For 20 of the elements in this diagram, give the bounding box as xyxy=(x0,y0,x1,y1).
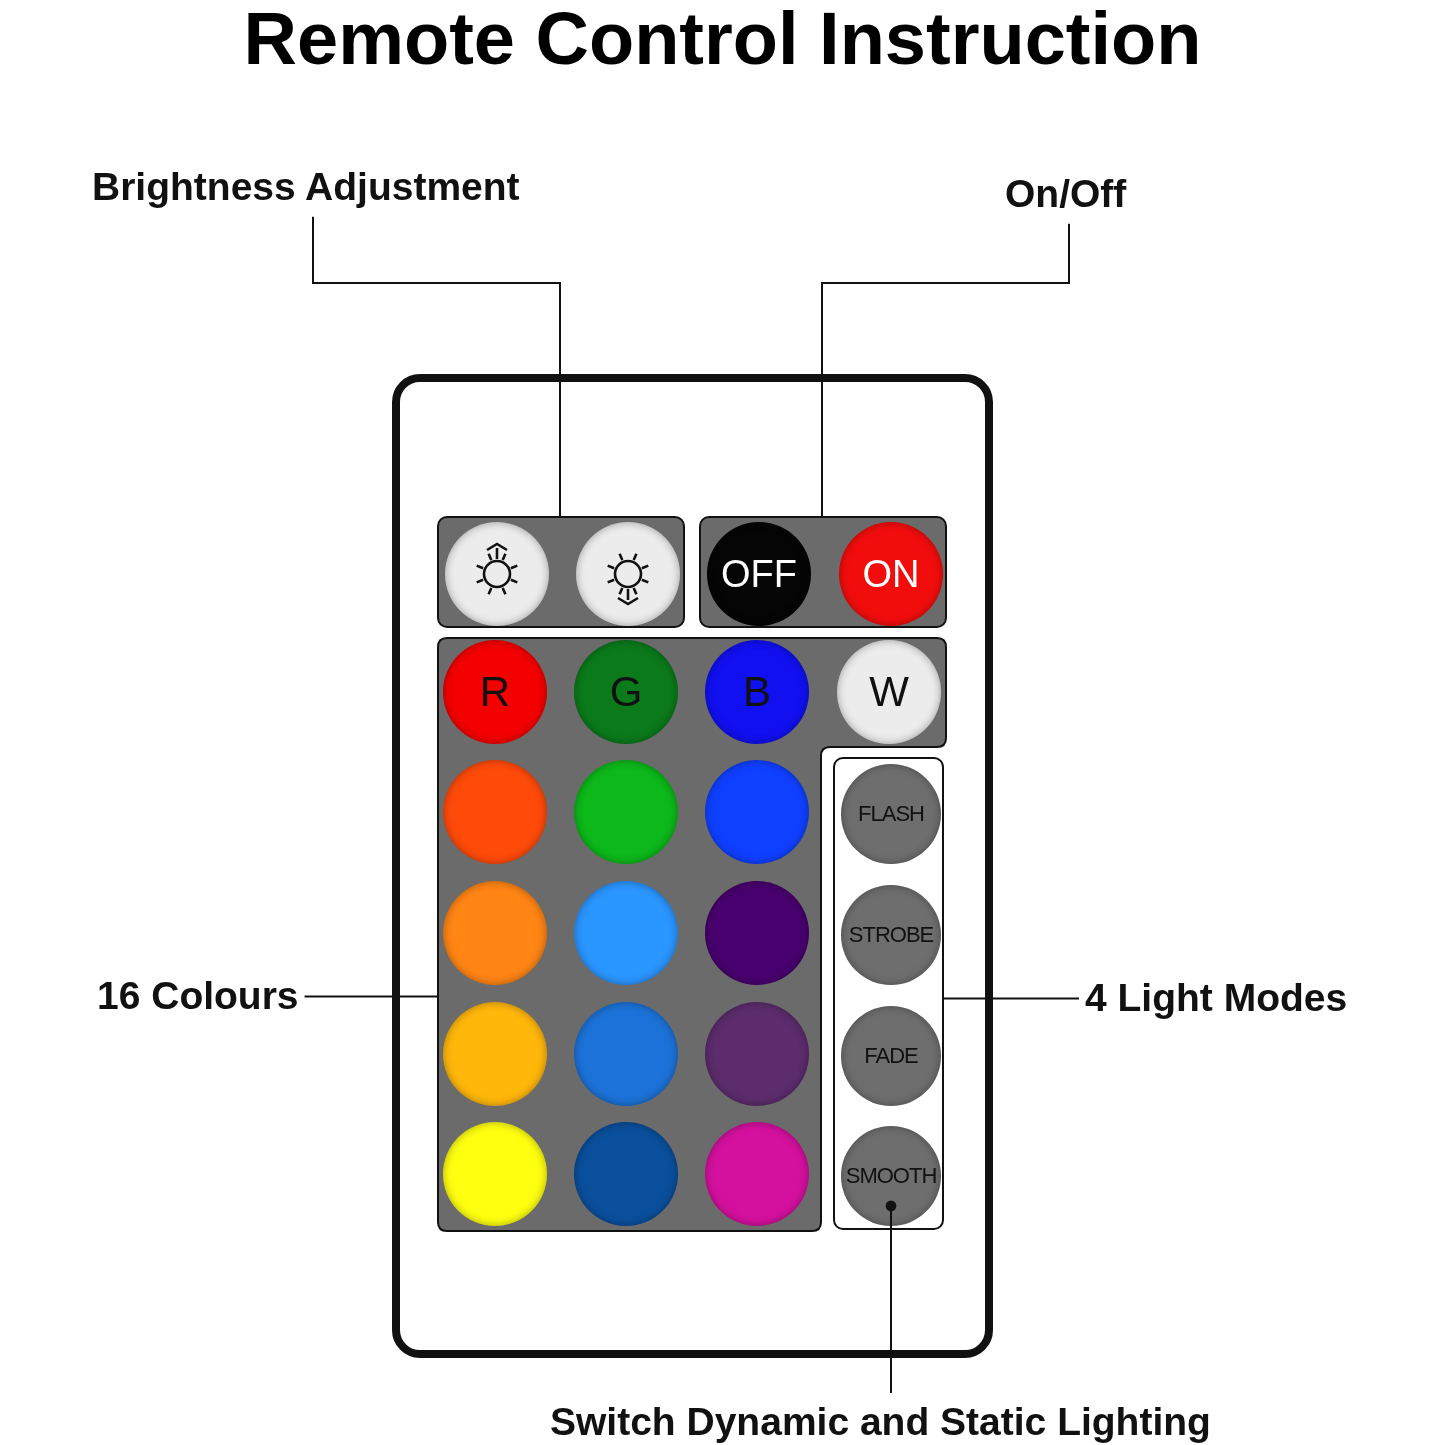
callout-label: On/Off xyxy=(1005,171,1127,218)
mode-button: SMOOTH xyxy=(841,1126,941,1226)
callout-label: 16 Colours xyxy=(97,973,299,1020)
title: Remote Control Instruction xyxy=(242,0,1203,80)
button-panel xyxy=(437,516,685,628)
leader-line xyxy=(312,215,561,517)
callout-label: 4 Light Modes xyxy=(1085,975,1348,1022)
leader-line xyxy=(943,997,1080,1000)
power-button: ON xyxy=(839,522,943,626)
mode-button: STROBE xyxy=(841,885,941,985)
leader-line xyxy=(821,222,1070,517)
callout-label: Switch Dynamic and Static Lighting xyxy=(550,1399,1211,1445)
mode-button: FADE xyxy=(841,1006,941,1106)
mode-button: FLASH xyxy=(841,764,941,864)
button-panel xyxy=(833,757,944,1230)
leader-line xyxy=(885,1200,897,1394)
callout-label: Brightness Adjustment xyxy=(92,164,520,211)
leader-line xyxy=(303,995,438,998)
button-panel xyxy=(699,516,947,628)
power-button: OFF xyxy=(707,522,811,626)
